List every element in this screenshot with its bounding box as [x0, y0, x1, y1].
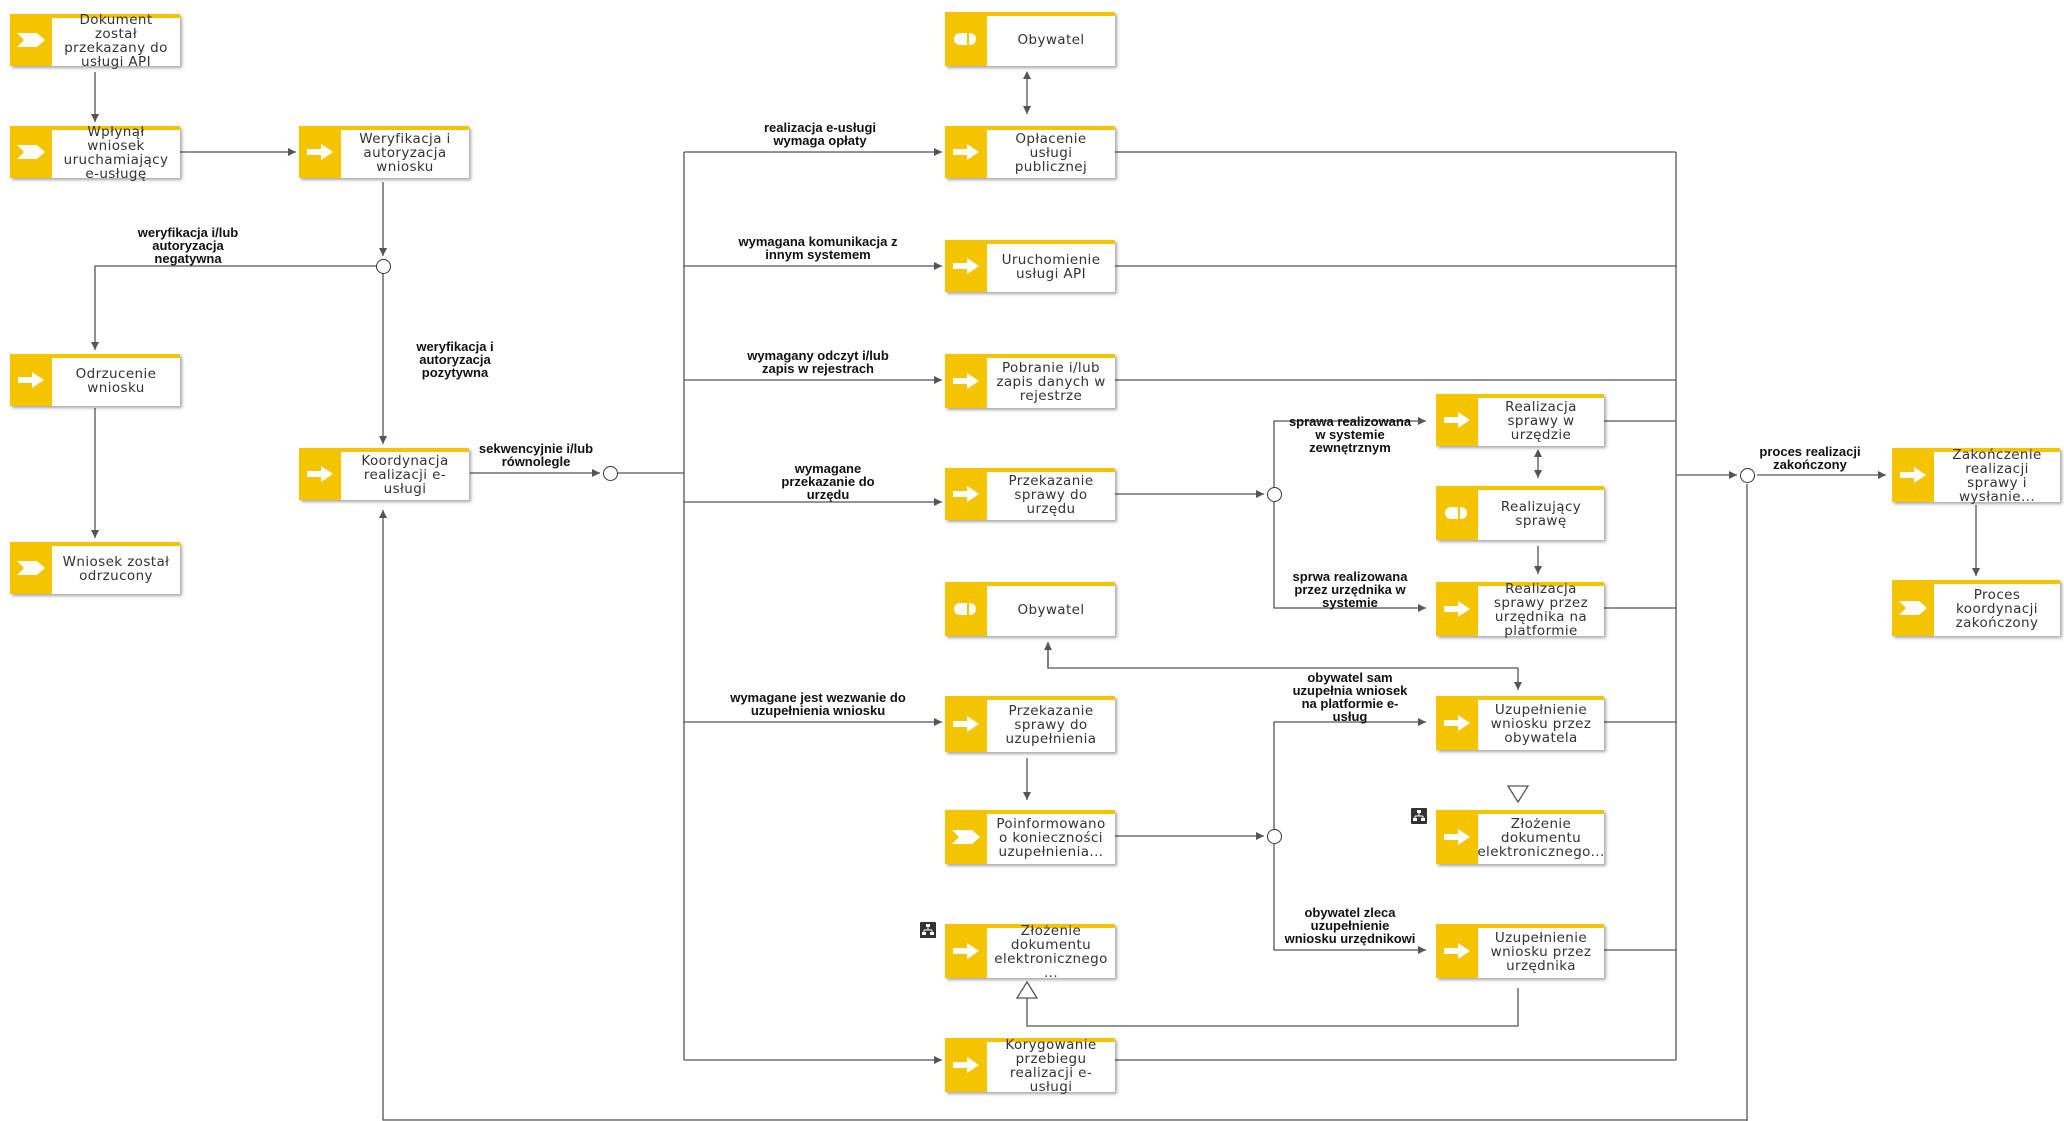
label-sekwencyjnie: sekwencyjnie i/lub równolegle — [478, 441, 594, 469]
label-komunikacja: wymagana komunikacja z innym systemem — [738, 234, 898, 262]
node-zlozenie-2[interactable]: Złożenie dokumentu elektronicznego... — [1436, 810, 1604, 864]
label-zewnetrznym: sprawa realizowana w systemie zewnętrzny… — [1288, 414, 1412, 455]
node-uzupelnienie-urzednika[interactable]: Uzupełnienie wniosku przez urzędnika — [1436, 924, 1604, 978]
gateway-koordynacja-split — [603, 466, 618, 481]
function-arrow-icon — [953, 486, 979, 502]
node-realizujacy[interactable]: Realizujący sprawę — [1436, 486, 1604, 540]
node-wniosek-odrzucony[interactable]: Wniosek został odrzucony — [10, 542, 180, 594]
label-wezwanie: wymagane jest wezwanie do uzupełnienia w… — [730, 690, 906, 718]
label-zakonczony: proces realizacji zakończony — [1759, 444, 1861, 472]
event-chevron-icon — [952, 830, 980, 844]
gateway-merge — [1740, 468, 1755, 483]
node-koordynacja[interactable]: Koordynacja realizacji e-usługi — [299, 448, 469, 500]
function-arrow-icon — [307, 144, 333, 160]
node-weryfikacja[interactable]: Weryfikacja i autoryzacja wniosku — [299, 126, 469, 178]
node-przekazanie-uzupelnienia[interactable]: Przekazanie sprawy do uzupełnienia — [945, 696, 1115, 752]
function-arrow-icon — [1444, 715, 1470, 731]
label-pozytywna: weryfikacja i autoryzacja pozytywna — [416, 339, 494, 380]
function-arrow-icon — [953, 943, 979, 959]
function-arrow-icon — [1444, 601, 1470, 617]
node-dokument-przekazany[interactable]: Dokument został przekazany do usługi API — [10, 13, 180, 69]
node-odrzucenie[interactable]: Odrzucenie wniosku — [10, 354, 180, 406]
function-arrow-icon — [307, 466, 333, 482]
gateway-weryfikacja — [376, 259, 391, 274]
node-zakonczenie[interactable]: Zakończenie realizacji sprawy i wysłanie… — [1892, 448, 2060, 504]
node-proces-zakonczony[interactable]: Proces koordynacji zakończony — [1892, 580, 2060, 636]
label-odczyt: wymagany odczyt i/lub zapis w rejestrach — [747, 348, 889, 376]
node-poinformowano[interactable]: Poinformowano o konieczności uzupełnieni… — [945, 810, 1115, 864]
gateway-uzupelnienie — [1267, 829, 1282, 844]
function-arrow-icon — [1900, 467, 1926, 483]
event-chevron-icon — [17, 145, 45, 159]
node-obywatel-1[interactable]: Obywatel — [945, 12, 1115, 66]
label-do-urzedu: wymagane przekazanie do urzędu — [781, 461, 875, 502]
function-arrow-icon — [953, 373, 979, 389]
node-pobranie[interactable]: Pobranie i/lub zapis danych w rejestrze — [945, 354, 1115, 408]
node-oplacenie[interactable]: Opłacenie usługi publicznej — [945, 126, 1115, 178]
function-arrow-icon — [1444, 829, 1470, 845]
node-obywatel-2[interactable]: Obywatel — [945, 582, 1115, 636]
node-wplynal-wniosek[interactable]: Wpłynął wniosek uruchamiający e-usługę — [10, 125, 180, 181]
node-korygowanie[interactable]: Korygowanie przebiegu realizacji e-usług… — [945, 1038, 1115, 1094]
node-realizacja-urzedzie[interactable]: Realizacja sprawy w urzędzie — [1436, 394, 1604, 446]
label-sam-uzupelnia: obywatel sam uzupełnia wniosek na platfo… — [1292, 670, 1408, 724]
function-arrow-icon — [953, 144, 979, 160]
event-chevron-icon — [17, 561, 45, 575]
label-przez-urzednika: sprwa realizowana przez urzędnika w syst… — [1292, 569, 1408, 610]
node-uzupelnienie-obywatela[interactable]: Uzupełnienie wniosku przez obywatela — [1436, 696, 1604, 750]
node-przekazanie-urzedu[interactable]: Przekazanie sprawy do urzędu — [945, 468, 1115, 520]
role-icon — [954, 603, 976, 615]
node-realizacja-urzednika[interactable]: Realizacja sprawy przez urzędnika na pla… — [1436, 582, 1604, 638]
function-arrow-icon — [1444, 943, 1470, 959]
label-negatywna: weryfikacja i/lub autoryzacja negatywna — [137, 225, 239, 266]
subprocess-icon — [1411, 808, 1427, 824]
function-arrow-icon — [953, 258, 979, 274]
role-icon — [1445, 507, 1467, 519]
function-arrow-icon — [18, 372, 44, 388]
event-chevron-icon — [1899, 601, 1927, 615]
label-zleca: obywatel zleca uzupełnienie wniosku urzę… — [1284, 905, 1416, 946]
subprocess-icon — [920, 922, 936, 938]
gateway-urzad — [1267, 487, 1282, 502]
function-arrow-icon — [1444, 412, 1470, 428]
node-zlozenie-1[interactable]: Złożenie dokumentu elektronicznego ... — [945, 924, 1115, 980]
event-chevron-icon — [17, 33, 45, 47]
function-arrow-icon — [953, 1057, 979, 1073]
node-uruchomienie-api[interactable]: Uruchomienie usługi API — [945, 240, 1115, 292]
label-oplaty: realizacja e-usługi wymaga opłaty — [764, 120, 876, 148]
function-arrow-icon — [953, 716, 979, 732]
role-icon — [954, 33, 976, 45]
